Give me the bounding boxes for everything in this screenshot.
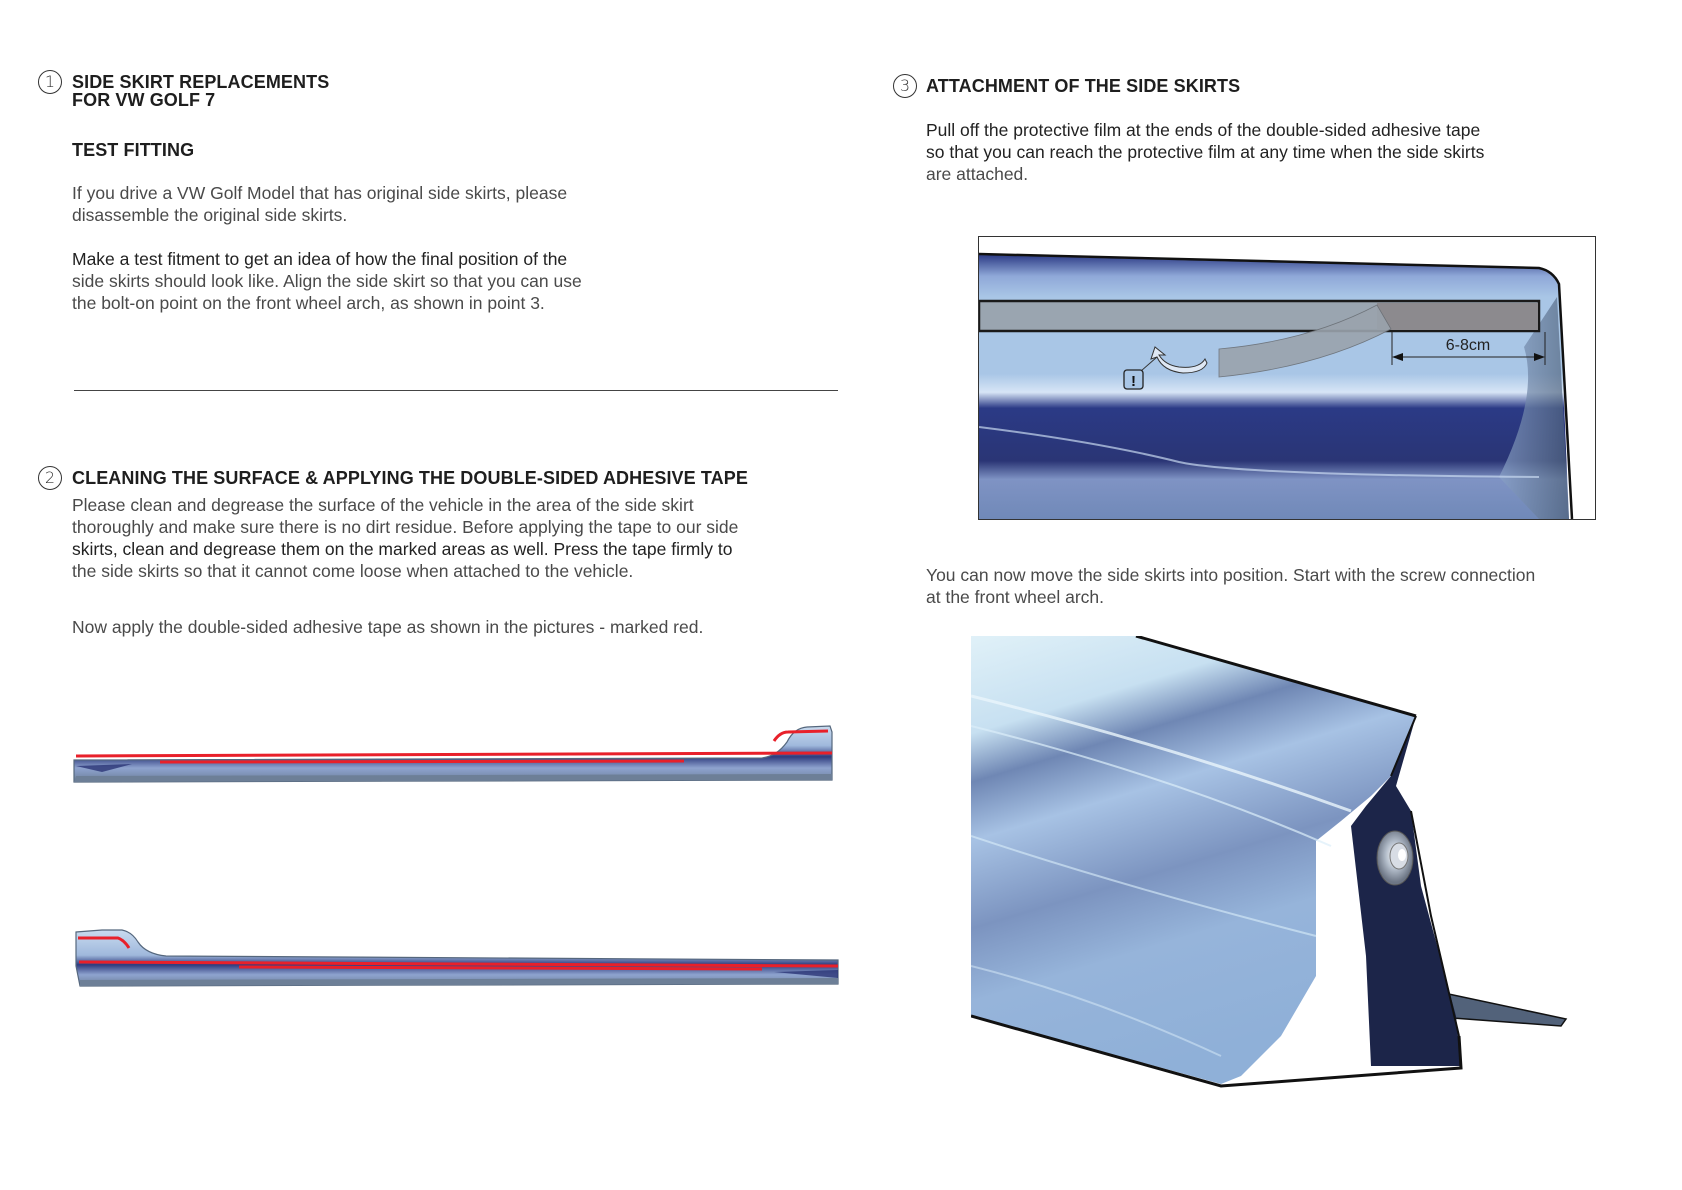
text-line: If you drive a VW Golf Model that has or… bbox=[72, 183, 568, 203]
warning-icon: ! bbox=[1131, 373, 1136, 390]
section-divider bbox=[74, 390, 838, 391]
text-line: You can now move the side skirts into po… bbox=[926, 565, 1536, 585]
section2-paragraph-2: Now apply the double-sided adhesive tape… bbox=[72, 617, 704, 637]
step-number-1: 1 bbox=[38, 70, 62, 94]
section1-title-line1: SIDE SKIRT REPLACEMENTS bbox=[72, 72, 330, 92]
section2-paragraph-1: Please clean and degrease the surface of… bbox=[72, 494, 738, 582]
text-line: disassemble the original side skirts. bbox=[72, 205, 348, 225]
text-line: Please clean and degrease the surface of… bbox=[72, 495, 694, 515]
text-line: Make a test fitment to get an idea of ho… bbox=[72, 249, 568, 269]
side-skirt-left-illustration bbox=[74, 926, 842, 994]
step-number-3: 3 bbox=[893, 74, 917, 98]
text-line: the bolt-on point on the front wheel arc… bbox=[72, 293, 545, 313]
dimension-label: 6-8cm bbox=[1446, 337, 1490, 354]
text-line: Pull off the protective film at the ends… bbox=[926, 120, 1481, 140]
section1-subheading: TEST FITTING bbox=[72, 140, 195, 160]
text-line: at the front wheel arch. bbox=[926, 587, 1105, 607]
section1-paragraph-2: Make a test fitment to get an idea of ho… bbox=[72, 248, 582, 314]
text-line: are attached. bbox=[926, 164, 1029, 184]
section1-title-line2: FOR VW GOLF 7 bbox=[72, 90, 216, 110]
text-line: thoroughly and make sure there is no dir… bbox=[72, 517, 739, 537]
text-line: the side skirts so that it cannot come l… bbox=[72, 561, 634, 581]
screw-connection-illustration bbox=[971, 636, 1571, 1096]
section3-paragraph-1: Pull off the protective film at the ends… bbox=[926, 119, 1484, 185]
section3-paragraph-2: You can now move the side skirts into po… bbox=[926, 564, 1535, 608]
section3-title: ATTACHMENT OF THE SIDE SKIRTS bbox=[926, 76, 1241, 96]
section2-title: CLEANING THE SURFACE & APPLYING THE DOUB… bbox=[72, 468, 748, 488]
step-number-2: 2 bbox=[38, 466, 62, 490]
text-line: side skirts should look like. Align the … bbox=[72, 271, 582, 291]
text-line: so that you can reach the protective fil… bbox=[926, 142, 1485, 162]
protective-film-diagram: ! 6-8cm bbox=[978, 236, 1596, 520]
side-skirt-right-illustration bbox=[72, 722, 838, 790]
section1-paragraph-1: If you drive a VW Golf Model that has or… bbox=[72, 182, 567, 226]
text-line: skirts, clean and degrease them on the m… bbox=[72, 539, 733, 559]
